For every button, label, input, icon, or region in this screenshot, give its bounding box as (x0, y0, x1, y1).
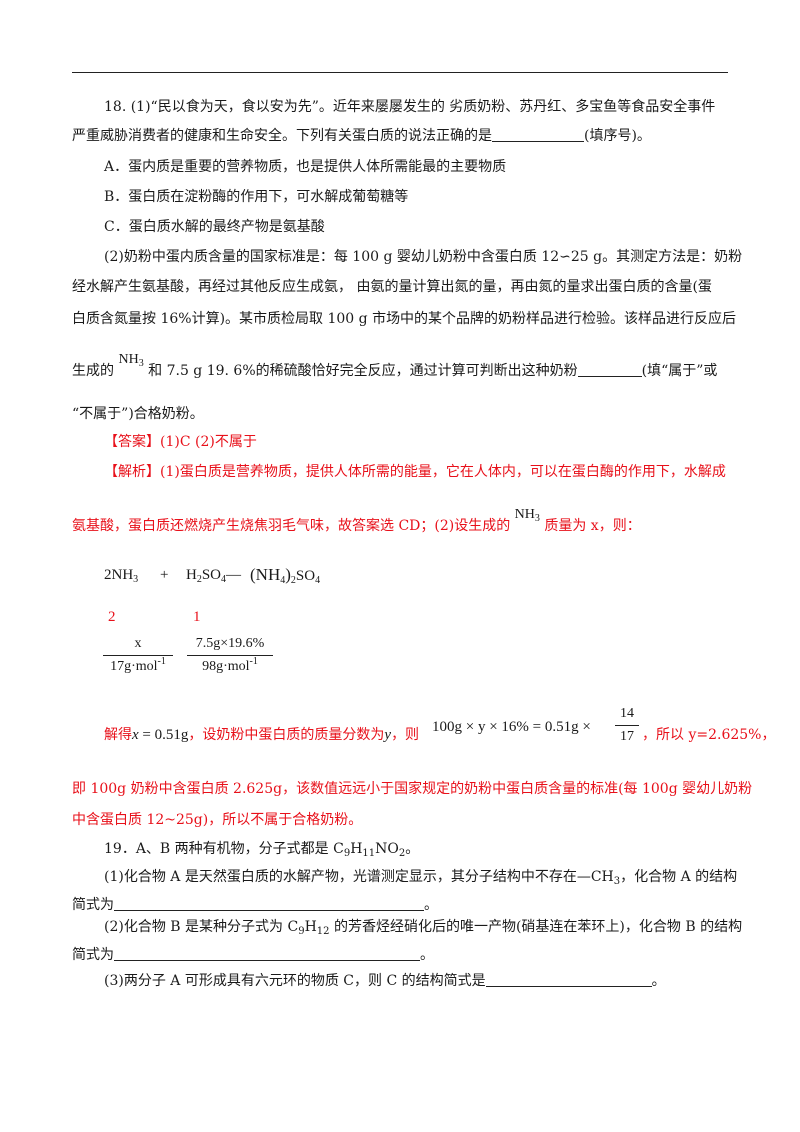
analysis-line2: 氨基酸，蛋白质还燃烧产生烧焦羽毛气味，故答案选 CD；(2)设生成的 NH3 质… (72, 507, 641, 534)
q19-part1-line2: 简式为。 (72, 896, 438, 913)
q19-part1-line1: (1)化合物 A 是天然蛋白质的水解产物，光谱测定显示，其分子结构中不存在—CH… (104, 869, 738, 887)
answer-blank[interactable] (492, 127, 584, 142)
solve-expression: 100g × y × 16% = 0.51g × (432, 719, 591, 735)
fraction-nh3: x 17g·mol-1 (103, 636, 173, 675)
option-b: B．蛋白质在淀粉酶的作用下，可水解成葡萄糖等 (104, 189, 409, 205)
solve-fraction: 14 17 (615, 706, 639, 745)
q19-part2-line2: 简式为。 (72, 946, 434, 963)
q18-part2-line3: 白质含氮量按 16%计算)。某市质检局取 100 g 市场中的某个品牌的奶粉样品… (72, 311, 737, 327)
solve-result: ，所以 y=2.625%， (642, 727, 776, 743)
q19-stem: 19．A、B 两种有机物，分子式都是 C9H11NO2。 (104, 841, 420, 859)
equation-reactant2: H2SO4— (186, 567, 242, 585)
q19-part3-line1: (3)两分子 A 可形成具有六元环的物质 C，则 C 的结构简式是。 (104, 972, 666, 989)
answer-tag: 【答案】 (104, 434, 160, 450)
equation-plus: + (160, 567, 169, 583)
analysis-conclusion-line2: 中含蛋白质 12~25g)，所以不属于合格奶粉。 (72, 812, 363, 828)
q18-part2-line5: “不属于”)合格奶粉。 (72, 406, 204, 422)
answer-blank[interactable] (577, 362, 642, 377)
fraction-h2so4: 7.5g×19.6% 98g·mol-1 (187, 636, 273, 675)
equation-product: (NH4)2SO4 (250, 565, 321, 586)
answer-line: 【答案】(1)C (2)不属于 (104, 434, 257, 450)
header-rule (72, 72, 728, 73)
q18-part2-line4: 生成的 NH3 和 7.5 g 19. 6%的稀硫酸恰好完全反应，通过计算可判断… (72, 352, 718, 379)
equation-reactant1: 2NH3 (104, 567, 139, 585)
q18-line2: 严重威胁消费者的健康和生命安全。下列有关蛋白质的说法正确的是(填序号)。 (72, 127, 651, 144)
coefficient-nh3: 2 (108, 609, 116, 625)
answer-blank[interactable] (485, 972, 652, 987)
q18-part2-line1: (2)奶粉中蛋内质含量的国家标准是：每 100 g 婴幼儿奶粉中含蛋白质 12∽… (104, 249, 743, 265)
q18-line1: 18. (1)“民以食为天，食以安为先”。近年来屡屡发生的 劣质奶粉、苏丹红、多… (104, 99, 716, 115)
analysis-tag: 【解析】 (104, 464, 160, 480)
q18-part2-line2: 经水解产生氨基酸，再经过其他反应生成氨， 由氨的量计算出氮的量，再由氮的量求出蛋… (72, 279, 712, 295)
option-a: A．蛋内质是重要的营养物质，也是提供人体所需能最的主要物质 (104, 159, 507, 175)
solve-line: 解得x = 0.51g，设奶粉中蛋白质的质量分数为y，则 (104, 727, 420, 743)
analysis-line1: 【解析】(1)蛋白质是营养物质，提供人体所需的能量，它在人体内，可以在蛋白酶的作… (104, 464, 726, 480)
answer-blank[interactable] (114, 946, 420, 961)
coefficient-h2so4: 1 (193, 609, 201, 625)
analysis-conclusion-line1: 即 100g 奶粉中含蛋白质 2.625g，该数值远远小于国家规定的奶粉中蛋白质… (72, 781, 753, 797)
answer-blank[interactable] (114, 896, 424, 911)
option-c: C．蛋白质水解的最终产物是氨基酸 (104, 219, 325, 235)
q19-part2-line1: (2)化合物 B 是某种分子式为 C9H12 的芳香烃经硝化后的唯一产物(硝基连… (104, 919, 743, 937)
